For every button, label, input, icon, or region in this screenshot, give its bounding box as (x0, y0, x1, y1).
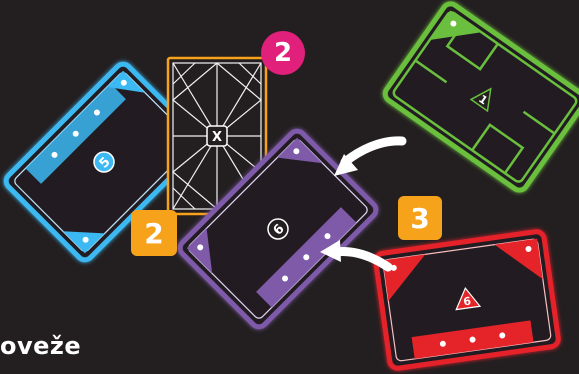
red-card[interactable]: 6 (375, 231, 559, 370)
badge-orange-right-number: 3 (398, 196, 442, 240)
brand-text: oveže (0, 332, 81, 360)
green-card[interactable]: 1 (382, 1, 579, 194)
badge-pink-number: 2 (261, 31, 305, 75)
orange-card-label: X (212, 130, 222, 145)
arrow-green-to-purple (345, 141, 402, 162)
badge-orange-left-number: 2 (131, 210, 177, 256)
